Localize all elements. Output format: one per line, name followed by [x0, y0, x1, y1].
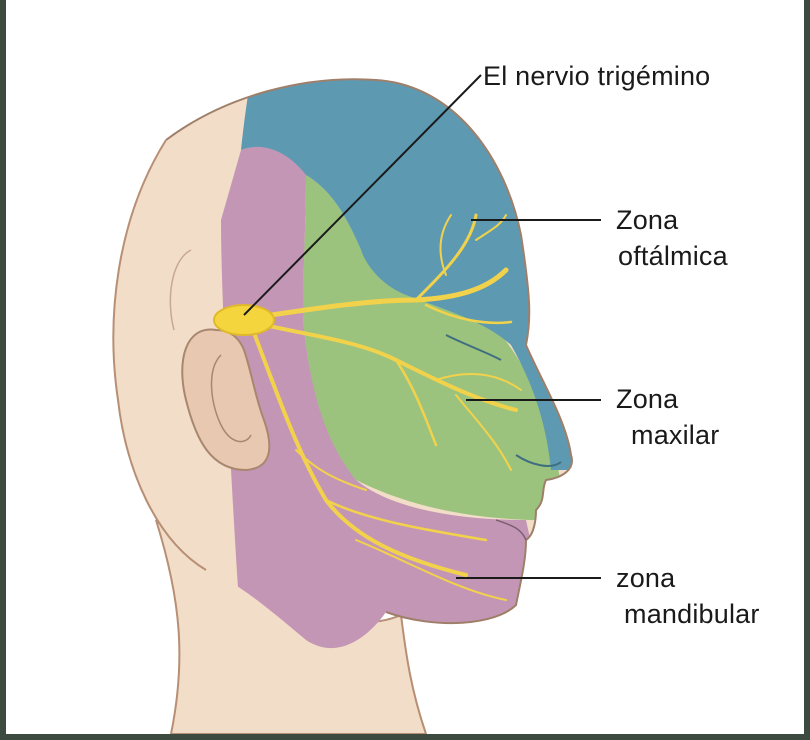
head-anatomy-illustration — [112, 74, 601, 734]
head-outline — [165, 78, 573, 625]
ear-shape — [181, 328, 271, 472]
leader-lines — [243, 74, 601, 579]
label-maxillary-line1: Zona — [616, 384, 679, 414]
label-trigeminal-nerve: El nervio trigémino — [483, 61, 711, 91]
trigeminal-nerve-branches — [248, 213, 522, 601]
label-mandibular-line2: mandibular — [624, 599, 760, 629]
label-maxillary-line2: maxilar — [631, 420, 720, 450]
mandibular-zone — [221, 146, 566, 649]
diagram-frame: El nervio trigémino Zona oftálmica Zona … — [6, 0, 804, 734]
label-ophthalmic-line1: Zona — [616, 205, 679, 235]
label-ophthalmic-line2: oftálmica — [618, 241, 728, 271]
label-mandibular-line1: zona — [616, 563, 676, 593]
trigeminal-ganglion — [213, 304, 275, 336]
